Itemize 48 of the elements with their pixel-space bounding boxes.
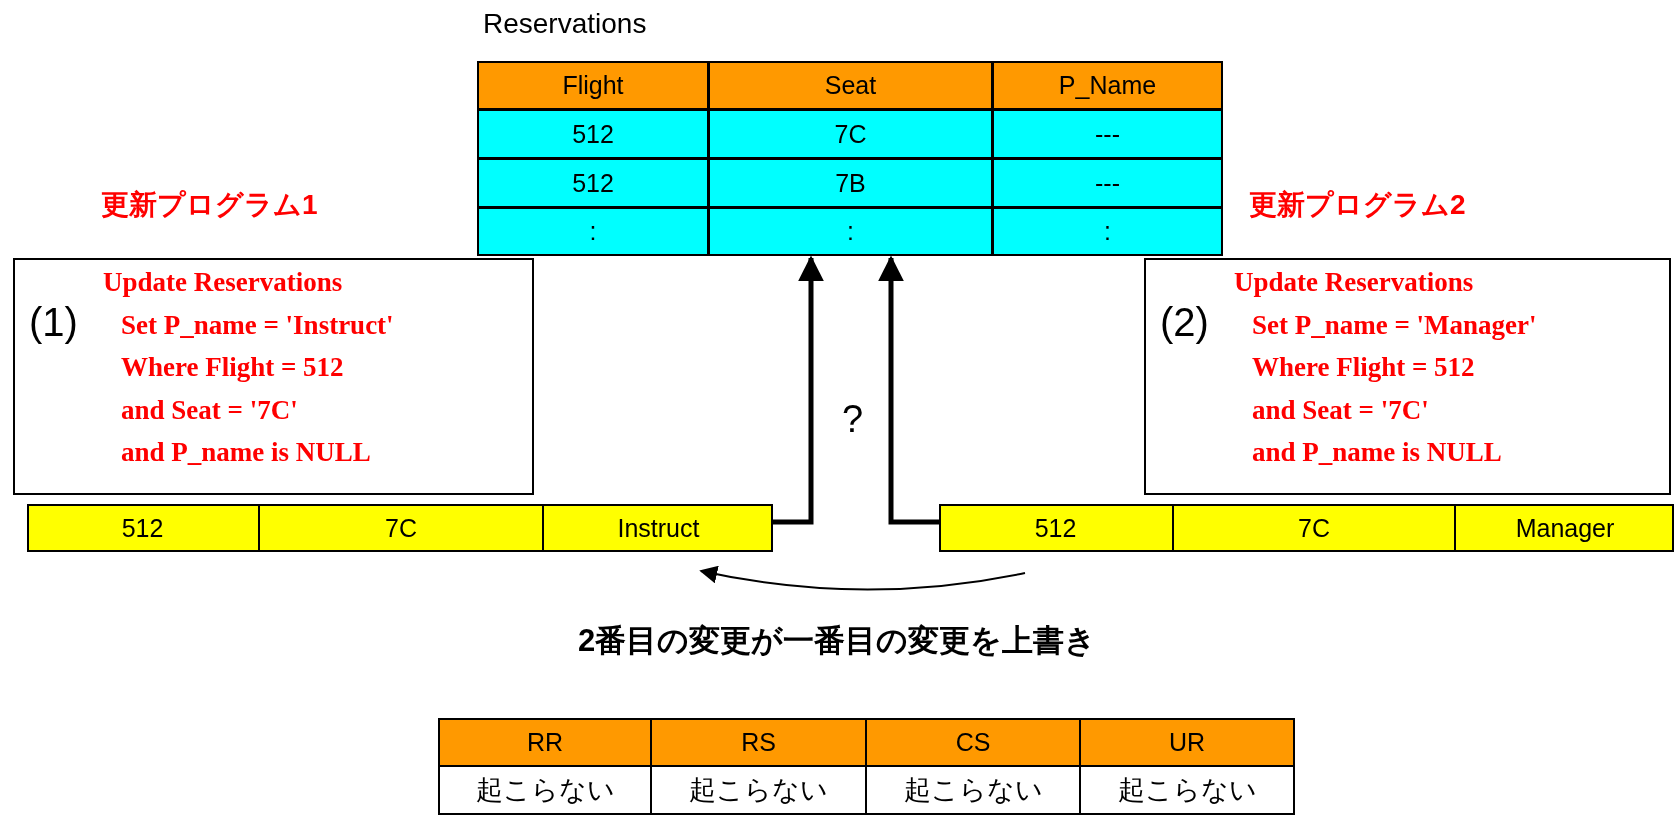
data-cell: : <box>708 207 993 256</box>
code-line: Update Reservations <box>1234 266 1474 299</box>
step-number: (1) <box>29 300 78 345</box>
header-cell: RR <box>438 718 652 767</box>
record-row <box>939 504 1674 552</box>
header-cell: Seat <box>708 61 993 110</box>
data-cell: 512 <box>477 109 709 159</box>
program-label: 更新プログラム2 <box>1249 188 1466 222</box>
code-box <box>1144 258 1671 495</box>
header-cell: Flight <box>477 61 709 110</box>
question-mark: ? <box>842 398 864 441</box>
code-line: and Seat = '7C' <box>121 393 298 427</box>
header-cell: RS <box>650 718 867 767</box>
record-row <box>27 504 773 552</box>
program-label: 更新プログラム1 <box>101 188 318 222</box>
data-cell: --- <box>992 158 1223 208</box>
header-cell: CS <box>865 718 1081 767</box>
field-value: 512 <box>120 512 165 544</box>
data-cell: : <box>477 207 709 256</box>
field-value: 7C <box>1172 504 1454 552</box>
code-line: Set P_name = 'Manager' <box>1252 308 1537 342</box>
code-line: and Seat = '7C' <box>1252 393 1429 427</box>
data-cell: --- <box>992 109 1223 159</box>
arrow <box>878 255 939 525</box>
code-line: Where Flight = 512 <box>121 351 344 384</box>
caption: 2番目の変更が一番目の変更を上書き <box>577 623 1097 658</box>
code-line: Set P_name = 'Instruct' <box>121 308 394 342</box>
field-value: 7C <box>258 504 542 552</box>
code-box <box>13 258 534 495</box>
data-cell: : <box>992 207 1223 256</box>
header-cell: P_Name <box>992 61 1223 110</box>
data-cell: 7B <box>708 158 993 208</box>
arrow <box>699 565 1026 591</box>
code-line: and P_name is NULL <box>1252 436 1502 469</box>
data-cell: 7C <box>708 109 993 159</box>
code-line: and P_name is NULL <box>121 436 371 469</box>
data-cell: 起こらない <box>438 765 652 815</box>
step-number: (2) <box>1160 300 1209 345</box>
table-title: Reservations <box>483 8 647 40</box>
code-line: Where Flight = 512 <box>1252 351 1475 384</box>
data-cell: 512 <box>477 158 709 208</box>
field-value: Manager <box>1454 504 1674 552</box>
code-line: Update Reservations <box>103 266 343 299</box>
arrow <box>773 255 824 525</box>
header-cell: UR <box>1079 718 1295 767</box>
data-cell: 起こらない <box>1079 765 1295 815</box>
field-value: Instruct <box>542 504 773 552</box>
field-value: 512 <box>1033 512 1078 544</box>
